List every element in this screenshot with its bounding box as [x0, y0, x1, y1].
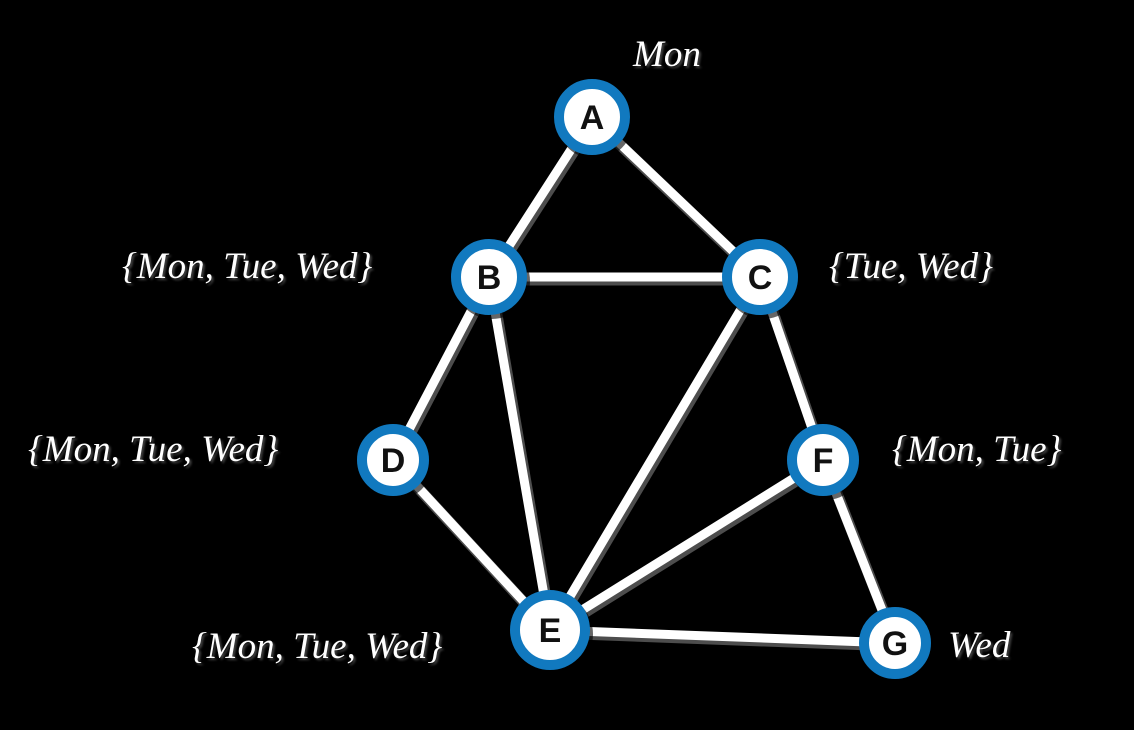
domain-label-c: {Tue, Wed} — [829, 246, 993, 287]
edge-stroke — [545, 455, 828, 635]
node-circle[interactable] — [510, 590, 590, 670]
node-circle[interactable] — [859, 607, 931, 679]
node-letter: G — [882, 625, 908, 663]
domain-label-e: {Mon, Tue, Wed} — [192, 626, 443, 667]
edge-b-e — [484, 272, 558, 639]
node-circle[interactable] — [722, 239, 798, 315]
node-letter: D — [381, 442, 406, 480]
node-letter: A — [580, 99, 605, 137]
domain-label-a: Mon — [633, 34, 701, 75]
graph-node-f[interactable]: F — [787, 424, 862, 500]
edges-layer — [388, 112, 903, 652]
nodes-layer: A B C D F E G — [357, 79, 934, 683]
graph-node-c[interactable]: C — [722, 239, 801, 319]
node-circle[interactable] — [451, 239, 527, 315]
edge-stroke — [484, 272, 555, 635]
node-letter: F — [813, 442, 834, 480]
graph-node-b[interactable]: B — [451, 239, 530, 319]
graph-node-d[interactable]: D — [357, 424, 432, 500]
node-circle[interactable] — [357, 424, 429, 496]
edge-e-g — [545, 625, 903, 652]
node-letter: E — [539, 612, 562, 650]
edge-b-c — [484, 272, 768, 286]
domain-label-f: {Mon, Tue} — [892, 429, 1062, 470]
domain-label-d: {Mon, Tue, Wed} — [28, 429, 279, 470]
domain-label-b: {Mon, Tue, Wed} — [122, 246, 373, 287]
edge-stroke — [545, 272, 765, 635]
edge-c-e — [545, 272, 768, 639]
domain-label-g: Wed — [948, 625, 1011, 666]
graph-node-a[interactable]: A — [554, 79, 633, 159]
node-circle[interactable] — [554, 79, 630, 155]
node-circle[interactable] — [787, 424, 859, 496]
edge-e-f — [545, 455, 831, 639]
node-letter: C — [748, 259, 773, 297]
node-letter: B — [477, 259, 502, 297]
edge-stroke — [545, 625, 900, 648]
graph-node-e[interactable]: E — [510, 590, 593, 674]
graph-node-g[interactable]: G — [859, 607, 934, 683]
